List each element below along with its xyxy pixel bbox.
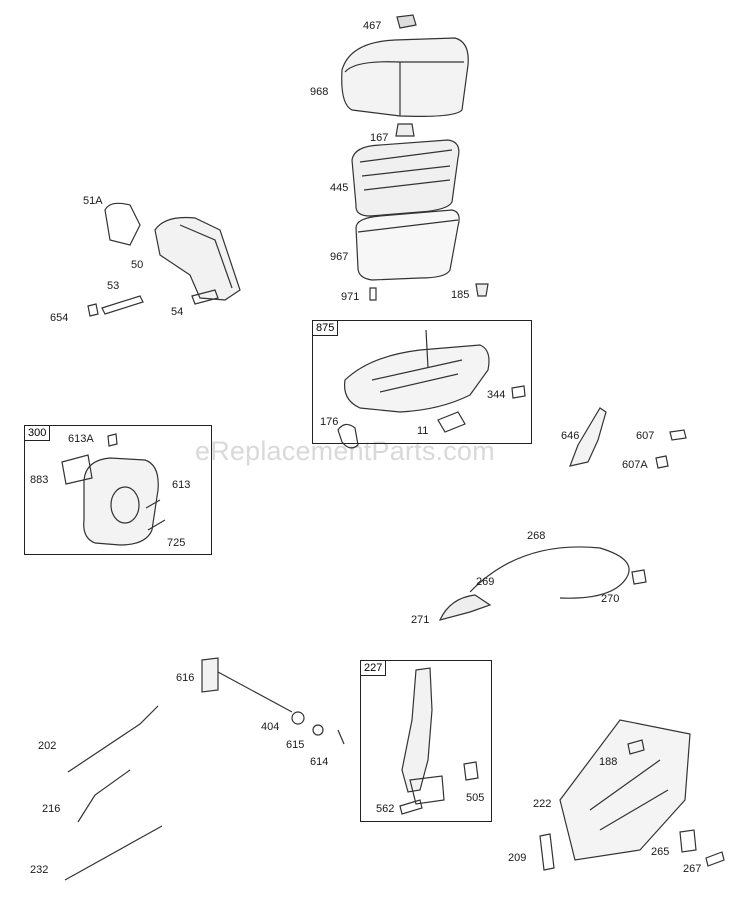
group-tag-300: 300: [24, 425, 51, 441]
part-label-11: 11: [417, 425, 429, 437]
screw-54-drawing: [191, 289, 219, 305]
breather-tube-drawing: [437, 411, 466, 433]
watermark: eReplacementParts.com: [195, 436, 495, 466]
washer-404-drawing: [291, 711, 305, 725]
part-label-188: 188: [599, 756, 618, 768]
part-label-616: 616: [176, 672, 195, 684]
clip-265-drawing: [679, 829, 697, 853]
part-label-222: 222: [533, 798, 552, 810]
screw-188-drawing: [627, 739, 645, 755]
part-label-53: 53: [107, 280, 120, 292]
part-label-967: 967: [330, 251, 349, 263]
part-label-185: 185: [451, 289, 470, 301]
clip-614-drawing: [337, 729, 345, 745]
throttle-cable-drawing: [469, 546, 630, 599]
part-label-51a: 51A: [83, 195, 103, 207]
intake-manifold-drawing: [154, 216, 241, 301]
part-label-209: 209: [508, 852, 527, 864]
part-label-50: 50: [131, 259, 144, 271]
nut-505-drawing: [463, 761, 479, 781]
part-label-614: 614: [310, 756, 329, 768]
part-label-271: 271: [411, 614, 430, 626]
part-label-646: 646: [561, 430, 580, 442]
gasket-51a-drawing: [104, 202, 141, 246]
governor-shaft-drawing: [201, 657, 293, 713]
part-label-613a: 613A: [68, 433, 94, 445]
part-label-202: 202: [38, 740, 57, 752]
part-label-562: 562: [376, 803, 395, 815]
nut-654-drawing: [87, 303, 99, 317]
spring-232-drawing: [64, 825, 163, 881]
part-label-654: 654: [50, 312, 69, 324]
spring-209-drawing: [539, 833, 555, 871]
screws-613-725-drawing: [145, 499, 166, 531]
part-label-607: 607: [636, 430, 655, 442]
part-label-505: 505: [466, 792, 485, 804]
part-label-968: 968: [310, 86, 329, 98]
part-label-404: 404: [261, 721, 280, 733]
air-filter-drawing: [351, 139, 460, 217]
link-202-drawing: [67, 705, 159, 773]
part-label-883: 883: [30, 474, 49, 486]
part-label-607a: 607A: [622, 459, 648, 471]
nut-270-drawing: [631, 569, 647, 585]
group-box-227: 227: [360, 660, 492, 822]
control-bracket-drawing: [559, 719, 691, 861]
screw-607-drawing: [669, 429, 687, 441]
washer-615-drawing: [312, 724, 324, 736]
muffler-drawing: [61, 454, 159, 546]
group-box-875: 875: [312, 320, 532, 444]
governor-lever-drawing: [401, 667, 445, 805]
part-label-971: 971: [341, 291, 360, 303]
part-label-232: 232: [30, 864, 49, 876]
air-cleaner-base-drawing: [343, 329, 490, 413]
part-label-176: 176: [320, 416, 339, 428]
part-label-725: 725: [167, 537, 186, 549]
group-tag-227: 227: [360, 660, 387, 676]
part-label-265: 265: [651, 846, 670, 858]
part-label-445: 445: [330, 182, 349, 194]
part-label-269: 269: [476, 576, 495, 588]
link-216-drawing: [77, 769, 131, 823]
stud-53-drawing: [101, 295, 144, 315]
screw-971-drawing: [369, 287, 377, 301]
part-label-54: 54: [171, 306, 184, 318]
nut-167-drawing: [395, 123, 415, 137]
screw-562-drawing: [399, 799, 423, 815]
part-label-344: 344: [487, 389, 506, 401]
screw-607a-drawing: [655, 455, 669, 469]
part-label-270: 270: [601, 593, 620, 605]
part-label-216: 216: [42, 803, 61, 815]
bracket-646-drawing: [569, 407, 607, 467]
part-label-613: 613: [172, 479, 191, 491]
nut-185-drawing: [475, 283, 489, 297]
part-label-268: 268: [527, 530, 546, 542]
part-label-267: 267: [683, 863, 702, 875]
part-label-615: 615: [286, 739, 305, 751]
lever-271-drawing: [438, 594, 492, 621]
screw-267-drawing: [705, 851, 725, 867]
part-label-467: 467: [363, 20, 382, 32]
group-tag-875: 875: [312, 320, 339, 336]
part-label-167: 167: [370, 132, 389, 144]
air-cleaner-cover-drawing: [341, 14, 469, 117]
screw-344-drawing: [511, 385, 526, 399]
group-box-300: 300: [24, 425, 212, 555]
pre-cleaner-drawing: [355, 209, 460, 281]
screw-613a-drawing: [107, 433, 118, 447]
gasket-176-drawing: [337, 423, 359, 449]
